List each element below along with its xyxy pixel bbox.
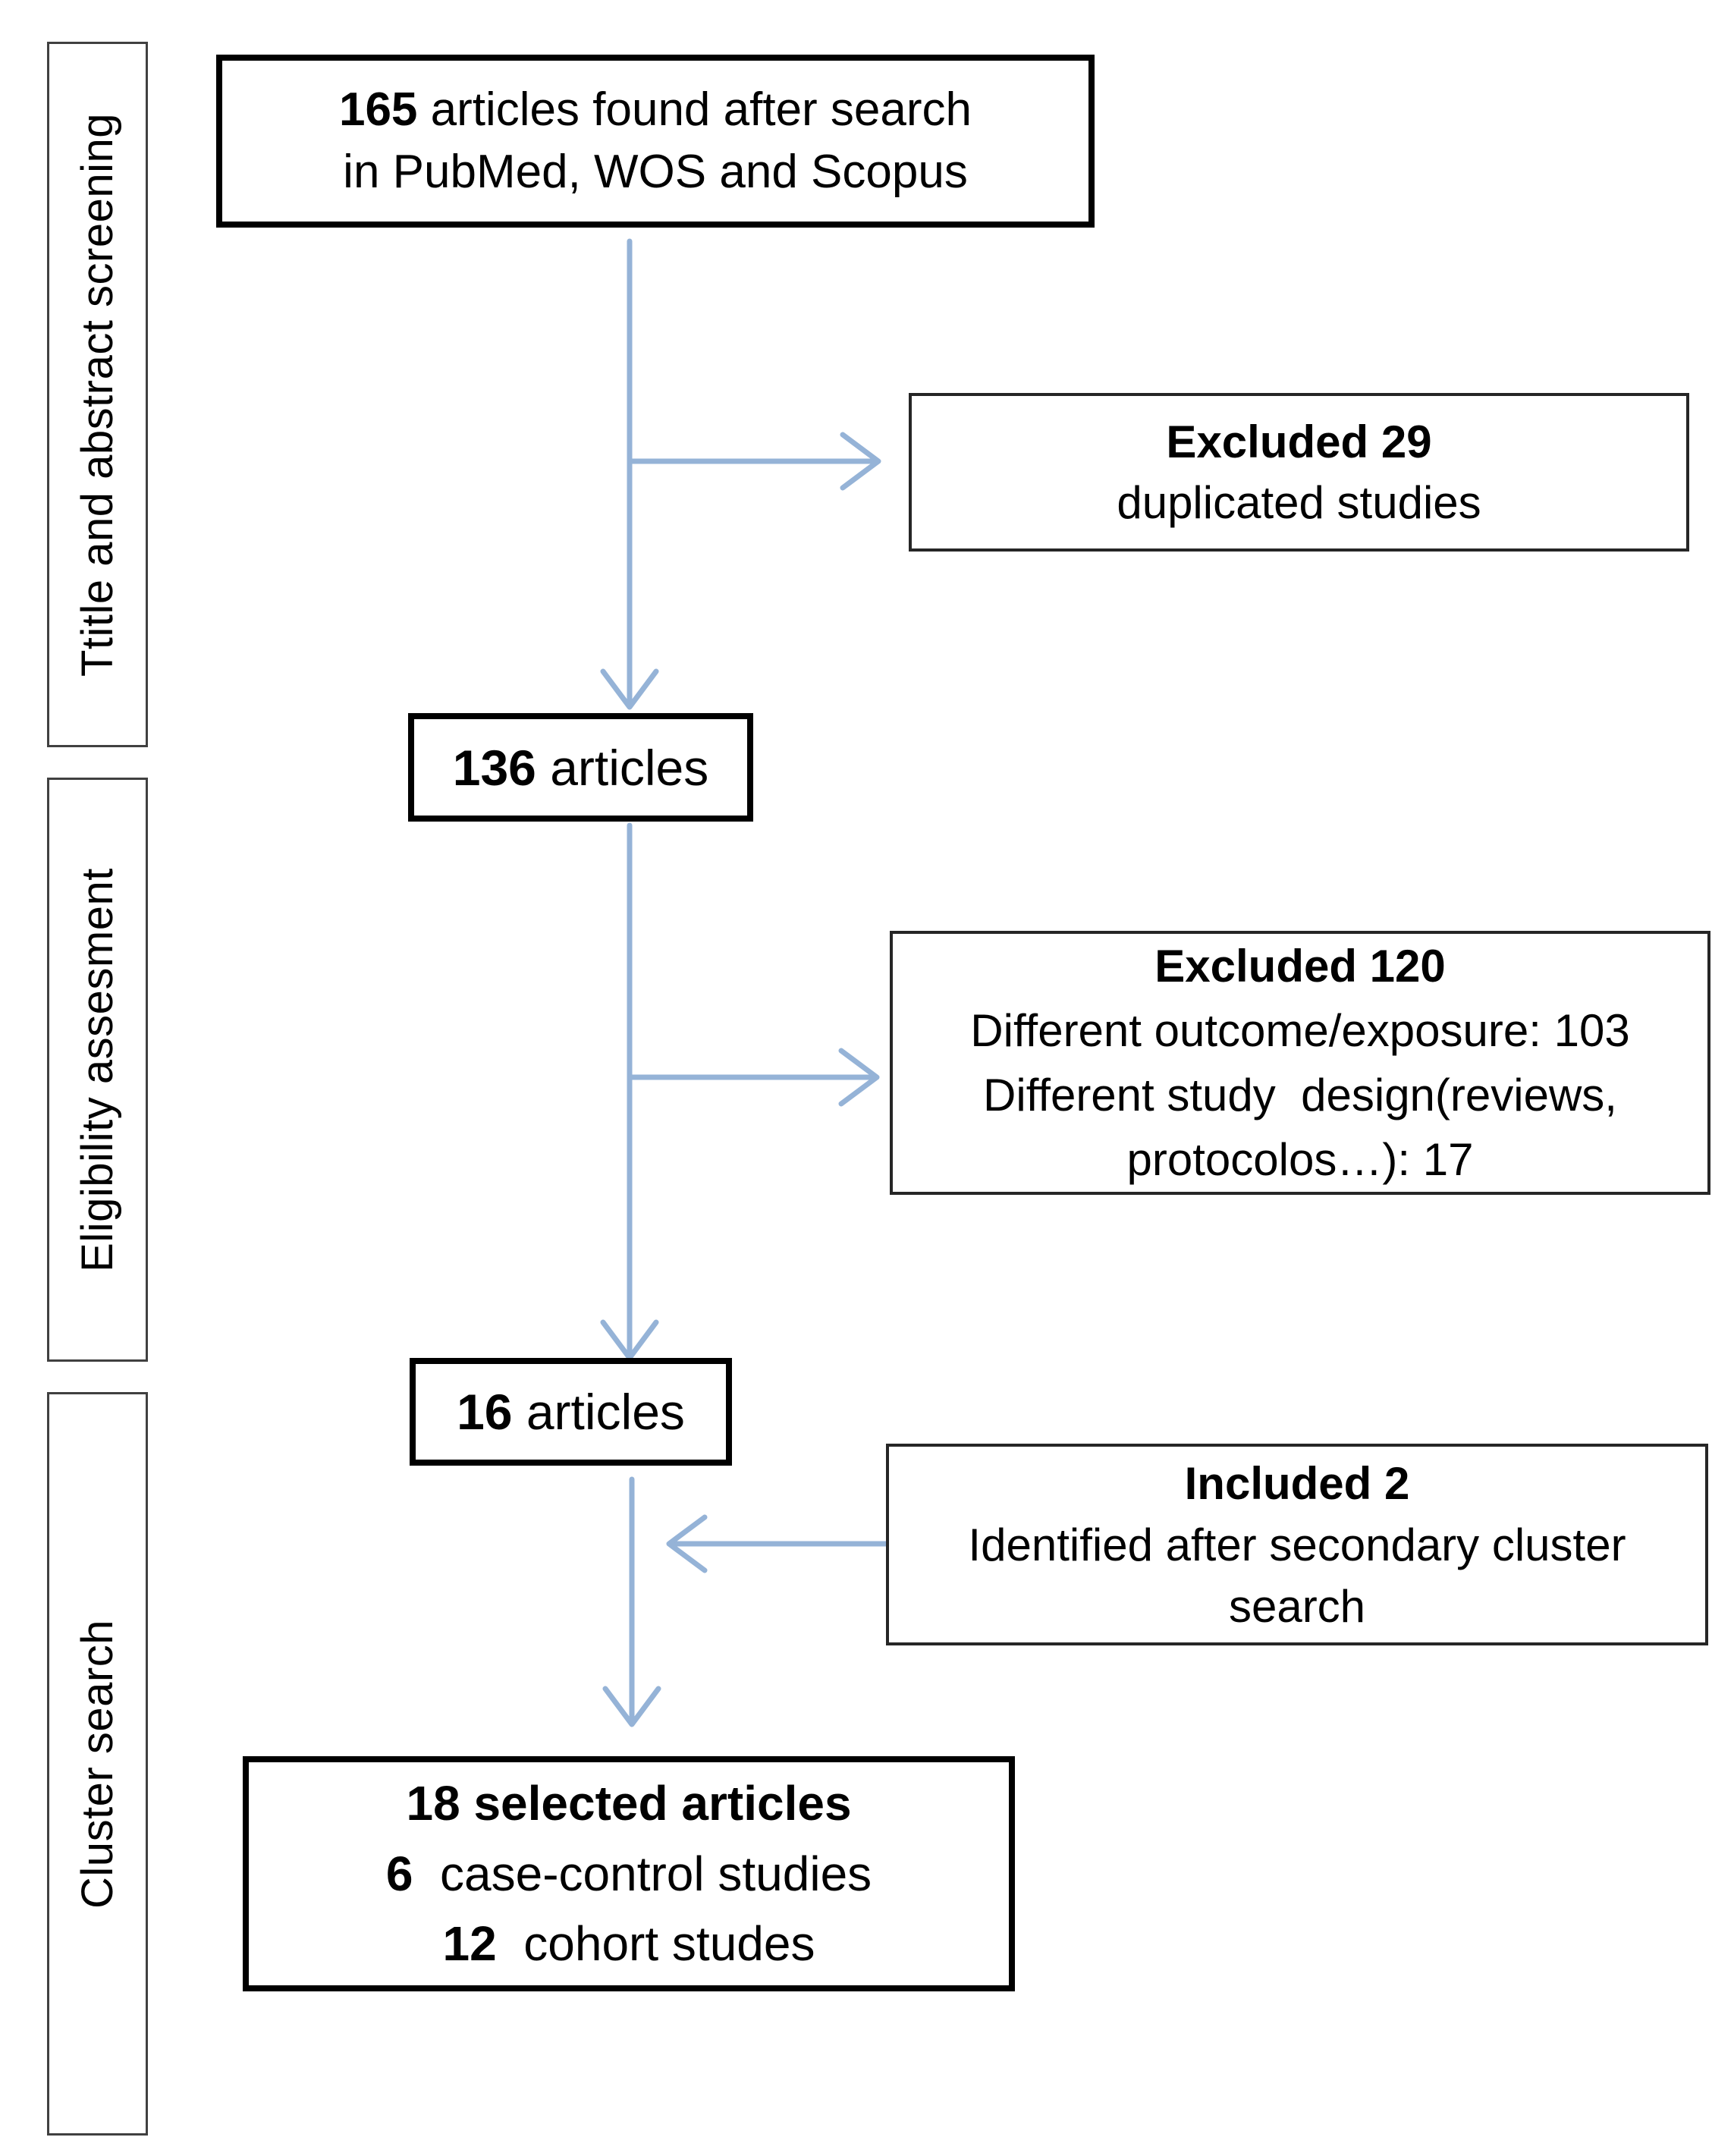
articles-found-sources: in PubMed, WOS and Scopus <box>343 146 968 198</box>
connector-arrow-search-to-136 <box>600 238 659 710</box>
box-included-cluster: Included 2 Identified after secondary cl… <box>886 1444 1708 1645</box>
stage-box-title-abstract-screening: Ttitle and abstract screening <box>47 42 148 747</box>
stage-label: Cluster search <box>73 1619 123 1909</box>
connector-arrow-136-to-16 <box>600 822 659 1361</box>
articles-found-count: 165 <box>338 83 418 137</box>
box-excluded-eligibility: Excluded 120 Different outcome/exposure:… <box>890 931 1710 1195</box>
excluded-duplicates-heading: Excluded 29 <box>1166 416 1432 467</box>
box-final-selection: 18 selected articles 6 case-control stud… <box>243 1756 1015 1991</box>
final-selection-heading: 18 selected articles <box>406 1775 852 1831</box>
box-articles-found: 165 articles found after search in PubMe… <box>216 55 1095 228</box>
connector-arrow-branch-to-excluded-29 <box>627 432 881 491</box>
articles-16-count: 16 <box>457 1384 513 1440</box>
connector-arrow-branch-to-excluded-120 <box>627 1048 880 1107</box>
articles-16-text: articles <box>512 1384 685 1440</box>
box-line: 165 articles found after search <box>339 79 972 141</box>
excluded-duplicates-detail: duplicated studies <box>1117 476 1481 528</box>
articles-136-count: 136 <box>452 739 536 796</box>
final-selection-case-control-line: 6 case-control studies <box>386 1839 872 1909</box>
excluded-eligibility-heading: Excluded 120 <box>1154 940 1446 992</box>
connector-arrow-included-to-main-flow <box>666 1514 889 1573</box>
final-selection-cohort-line: 12 cohort studes <box>443 1909 815 1979</box>
articles-136-text: articles <box>536 739 709 796</box>
connector-arrow-16-to-final <box>602 1476 661 1727</box>
stage-box-cluster-search: Cluster search <box>47 1392 148 2136</box>
box-136-articles: 136 articles <box>408 713 753 822</box>
box-16-articles: 16 articles <box>410 1358 732 1466</box>
stage-label: Eligibility assesment <box>73 867 123 1272</box>
excluded-eligibility-detail-design: Different study design(reviews, <box>983 1070 1617 1120</box>
stage-box-eligibility-assessment: Eligibility assesment <box>47 778 148 1362</box>
case-control-text: case-control studies <box>413 1846 872 1901</box>
box-line: 16 articles <box>457 1383 685 1441</box>
excluded-eligibility-detail-protocols: protocolos…): 17 <box>1126 1134 1474 1186</box>
excluded-eligibility-detail-outcome: Different outcome/exposure: 103 <box>970 1004 1630 1056</box>
box-excluded-duplicates: Excluded 29 duplicated studies <box>909 393 1689 552</box>
stage-label: Ttitle and abstract screening <box>73 112 123 677</box>
included-cluster-detail: Identified after secondary cluster searc… <box>968 1519 1639 1632</box>
box-line: 136 articles <box>453 739 709 797</box>
cohort-text: cohort studes <box>496 1916 815 1972</box>
cohort-count: 12 <box>442 1916 497 1972</box>
included-cluster-heading: Included 2 <box>1184 1457 1410 1509</box>
case-control-count: 6 <box>385 1846 413 1901</box>
articles-found-text: articles found after search <box>417 83 972 137</box>
